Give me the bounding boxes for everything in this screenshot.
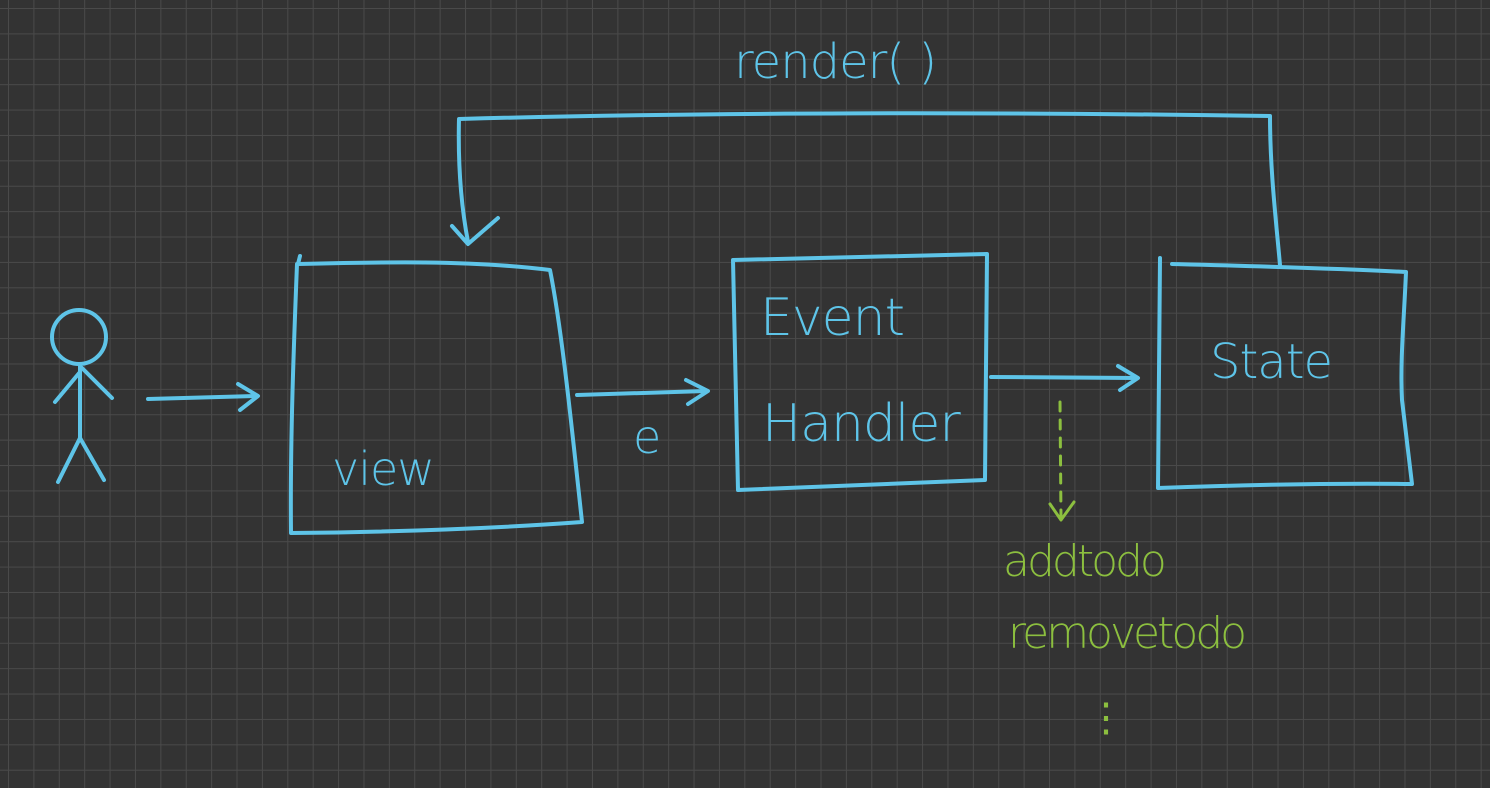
event-arg-label: e bbox=[633, 410, 661, 464]
action-addtodo-label: addtodo bbox=[1003, 536, 1167, 587]
event-handler-label-line1: Event bbox=[760, 288, 905, 348]
state-box bbox=[1156, 256, 1414, 490]
user-to-view-arrow bbox=[146, 382, 260, 412]
actions-dashed-arrow bbox=[1048, 400, 1076, 522]
event-handler-label-line2: Handler bbox=[762, 394, 961, 454]
user-stick-figure-icon bbox=[50, 308, 114, 484]
state-label: State bbox=[1210, 334, 1333, 390]
action-removetodo-label: removetodo bbox=[1008, 608, 1247, 659]
view-label: view bbox=[332, 442, 435, 496]
render-loop-arrow bbox=[450, 111, 1282, 267]
view-box bbox=[288, 254, 584, 535]
view-to-handler-arrow bbox=[575, 378, 710, 406]
render-call-label: render( ) bbox=[734, 34, 937, 90]
handler-to-state-arrow bbox=[989, 364, 1140, 392]
event-handler-box bbox=[731, 252, 989, 492]
actions-ellipsis-label: ⋮ bbox=[1086, 695, 1126, 741]
